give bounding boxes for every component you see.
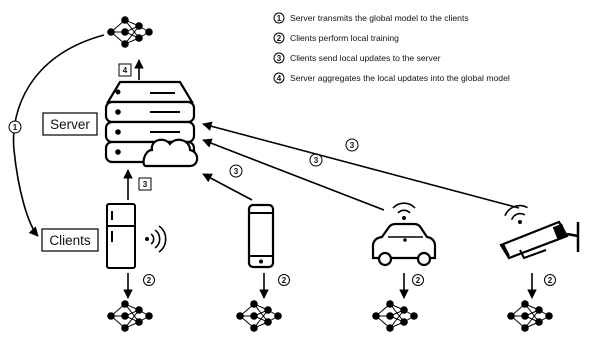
local-model-phone-neural-network-icon (235, 299, 283, 333)
clients-label-box: Clients (41, 228, 99, 252)
legend-text: Server aggregates the local updates into… (290, 73, 510, 83)
svg-text:4: 4 (123, 66, 128, 75)
legend-text: Server transmits the global model to the… (290, 13, 469, 23)
clients-label: Clients (49, 233, 91, 248)
legend-number: 4 (277, 74, 282, 83)
smartphone-icon (247, 203, 275, 269)
local-model-fridge-neural-network-icon (106, 299, 154, 333)
svg-text:3: 3 (143, 180, 148, 189)
security-camera-icon (499, 220, 580, 260)
camera-update-arrow (202, 121, 520, 209)
svg-text:2: 2 (147, 276, 152, 285)
svg-text:2: 2 (548, 276, 553, 285)
global-model-neural-network-icon (106, 15, 154, 49)
svg-text:2: 2 (282, 276, 287, 285)
step-3-marker: 3 (309, 153, 323, 167)
legend-text: Clients perform local training (290, 33, 399, 43)
svg-text:3: 3 (234, 167, 239, 176)
step-3-marker: 3 (345, 138, 359, 152)
car-update-arrow (202, 138, 385, 211)
phone-update-arrow (202, 173, 253, 201)
transmit-arrow (12, 34, 105, 237)
svg-text:2: 2 (416, 276, 421, 285)
local-model-car-neural-network-icon (371, 299, 419, 333)
server-cloud-icon (104, 80, 199, 168)
legend-number: 1 (277, 14, 282, 23)
legend: 1 Server transmits the global model to t… (273, 12, 510, 84)
step-2-marker: 2 (544, 274, 556, 286)
server-label-box: Server (42, 112, 98, 136)
legend-number: 3 (277, 54, 282, 63)
smart-fridge-icon (106, 203, 136, 269)
wifi-signal-icon (504, 204, 528, 224)
legend-text: Clients send local updates to the server (290, 53, 441, 63)
step-3-marker: 3 (138, 177, 152, 191)
svg-text:3: 3 (314, 156, 319, 165)
svg-text:3: 3 (350, 141, 355, 150)
step-2-marker: 2 (412, 274, 424, 286)
connected-car-icon (371, 222, 437, 267)
wifi-signal-icon (145, 225, 167, 253)
step-1-marker: 1 (8, 120, 22, 134)
svg-text:1: 1 (13, 123, 18, 132)
step-4-marker: 4 (118, 63, 132, 77)
step-2-marker: 2 (278, 274, 290, 286)
legend-item-3: 3 Clients send local updates to the serv… (273, 52, 441, 64)
local-model-camera-neural-network-icon (506, 299, 554, 333)
step-2-marker: 2 (143, 274, 155, 286)
legend-item-1: 1 Server transmits the global model to t… (273, 12, 469, 24)
legend-number: 2 (277, 34, 282, 43)
server-label: Server (50, 117, 90, 132)
step-3-marker: 3 (229, 164, 243, 178)
legend-item-4: 4 Server aggregates the local updates in… (273, 72, 510, 84)
legend-item-2: 2 Clients perform local training (273, 32, 399, 44)
wifi-signal-icon (392, 202, 416, 220)
